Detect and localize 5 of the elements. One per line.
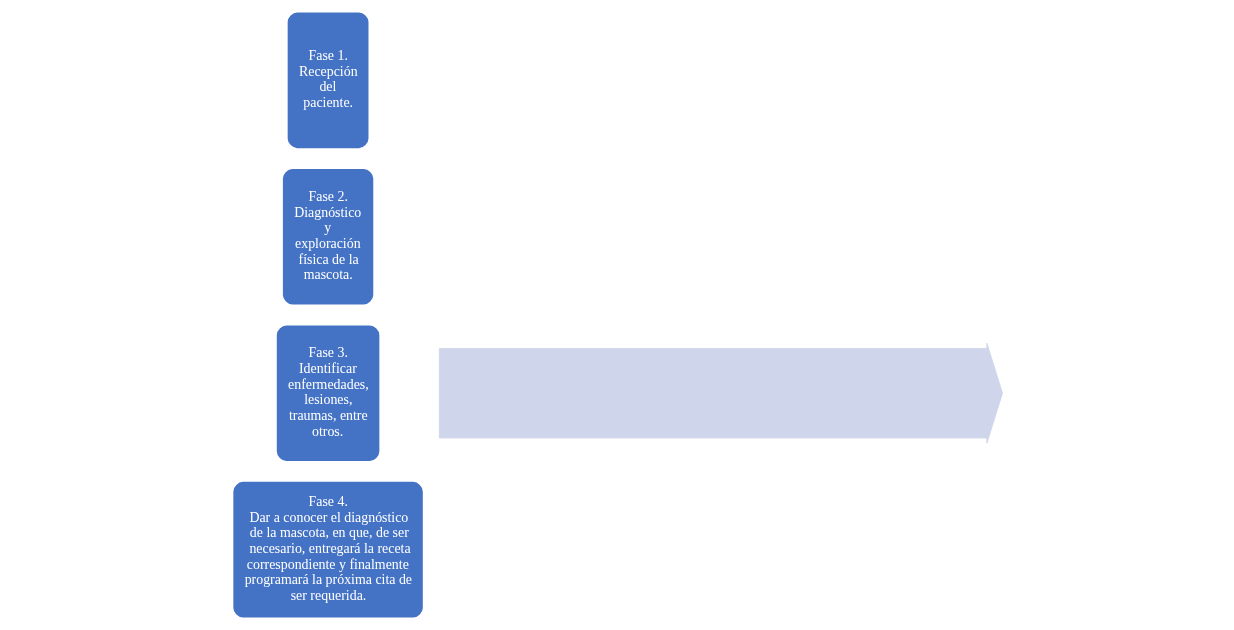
node-arrow xyxy=(438,342,1003,444)
node-box: Fase 2. Diagnóstico y exploración física de la mascota. xyxy=(280,167,375,307)
node-box: Fase 3. Identificar enfermedades, lesiones, traumas, entre otros. xyxy=(274,323,381,463)
node-box: Fase 1. Recepción del paciente. xyxy=(285,10,370,150)
node-box: Fase 4. Dar a conocer el diagnóstico de la mascota, en que, de ser necesario, entregará la receta correspondiente y finalmente programará la próxima cita de ser requerida. xyxy=(231,480,425,620)
